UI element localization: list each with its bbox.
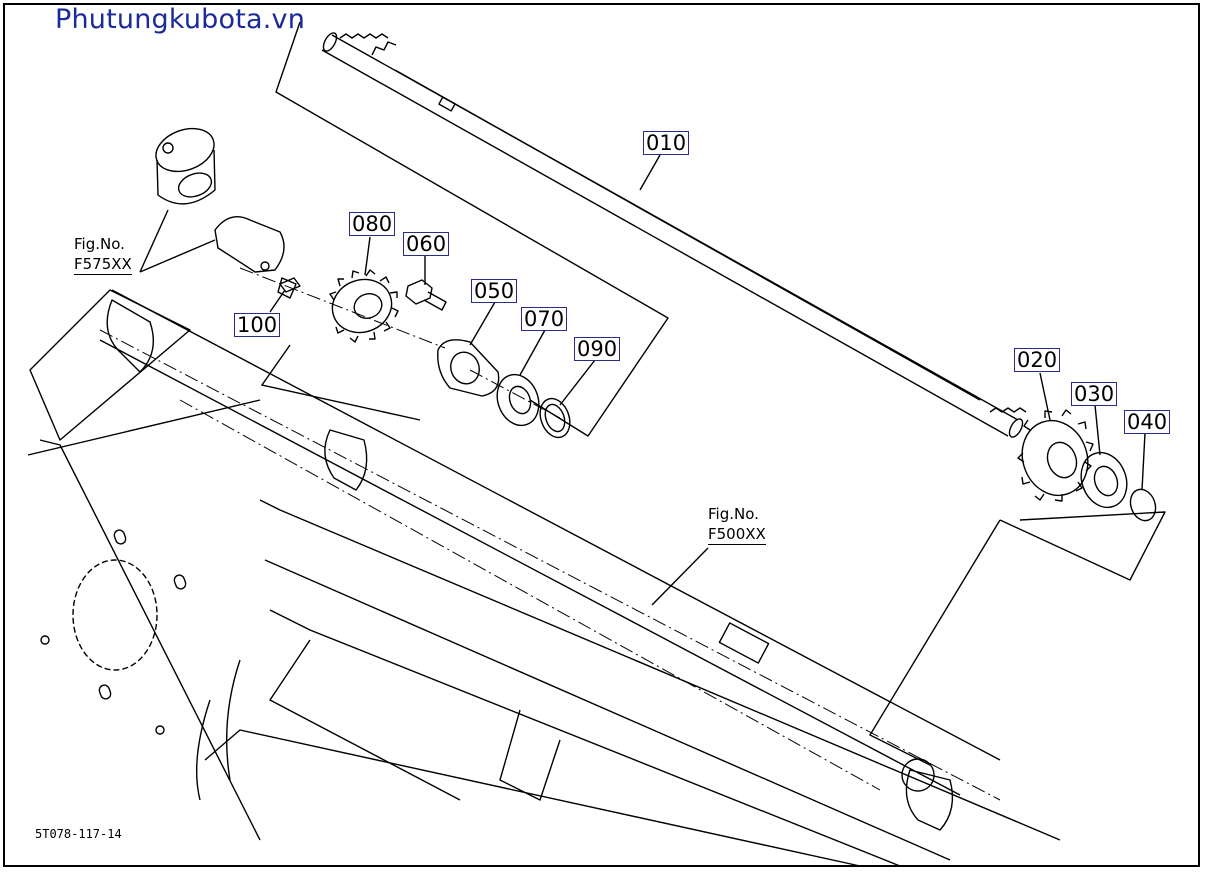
site-title: Phutungkubota.vn [55, 4, 306, 35]
callout-070: 070 [521, 307, 568, 331]
flange-050 [437, 339, 500, 397]
fig-ref-code: F500XX [708, 525, 766, 545]
seal-090 [539, 397, 571, 439]
joint-arm [214, 216, 297, 299]
group-bracket-shaft [275, 21, 669, 437]
bolt-060 [405, 279, 447, 311]
fig-ref-label: Fig.No. [708, 505, 759, 523]
fig-ref-f500xx: Fig.No. F500XX [708, 504, 766, 545]
coupling-block [155, 127, 216, 205]
diagram-frame [3, 3, 1200, 867]
callout-100: 100 [234, 313, 281, 337]
callout-060: 060 [403, 232, 450, 256]
screw-100 [279, 277, 301, 293]
bearing-030 [1080, 451, 1128, 509]
gear-080 [329, 269, 399, 343]
lower-frame [195, 499, 1061, 867]
fig-ref-code: F575XX [74, 255, 132, 275]
callout-020: 020 [1014, 348, 1061, 372]
callout-050: 050 [471, 279, 518, 303]
callout-080: 080 [349, 212, 396, 236]
callout-030: 030 [1071, 382, 1118, 406]
circlip-040 [1129, 488, 1157, 522]
shaft-010 [321, 32, 1027, 438]
chassis-plate [27, 289, 261, 841]
frame-tube [99, 289, 1001, 831]
fig-ref-f575xx: Fig.No. F575XX [74, 234, 132, 275]
drawing-id: 5T078-117-14 [35, 827, 122, 841]
sprocket-020 [1017, 409, 1094, 502]
fig-ref-label: Fig.No. [74, 235, 125, 253]
group-bracket-sprocket [999, 511, 1166, 581]
callout-090: 090 [574, 337, 621, 361]
callout-040: 040 [1124, 410, 1171, 434]
callout-010: 010 [643, 131, 690, 155]
bearing-070 [496, 373, 540, 427]
